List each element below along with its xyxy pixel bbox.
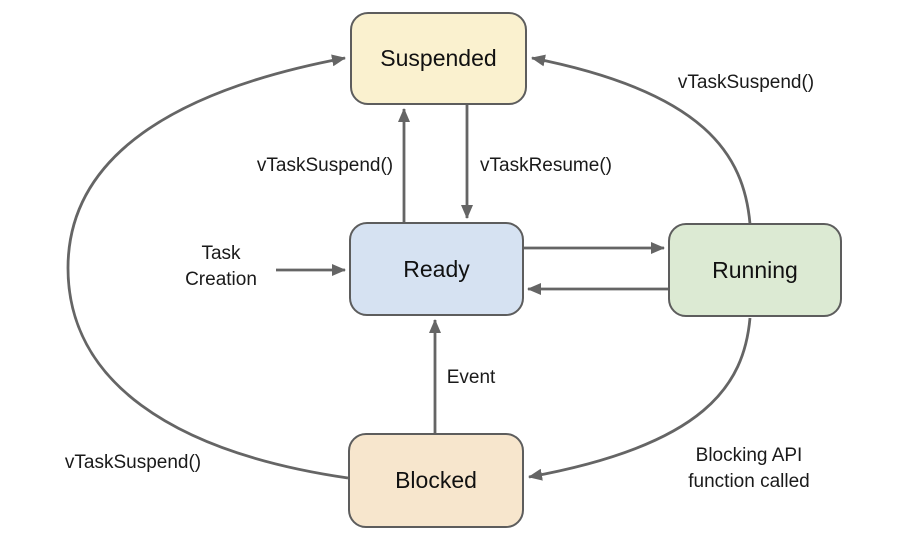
label-running-to-blocked: Blocking API function called xyxy=(688,445,810,492)
edge-running-to-blocked-arrow xyxy=(528,317,752,481)
label-task-creation: Task Creation xyxy=(185,243,257,290)
state-suspended-label: Suspended xyxy=(380,45,497,71)
state-running-label: Running xyxy=(712,256,798,283)
state-ready-label: Ready xyxy=(403,255,470,282)
edge-blocked-to-suspended-arrow xyxy=(66,54,349,480)
state-suspended: Suspended xyxy=(350,12,527,105)
label-blocked-to-ready: Event xyxy=(446,367,496,388)
label-blocked-to-suspended: vTaskSuspend() xyxy=(64,452,202,473)
label-running-to-suspended: vTaskSuspend() xyxy=(677,72,815,93)
label-ready-to-suspended: vTaskSuspend() xyxy=(256,155,394,176)
state-blocked-label: Blocked xyxy=(395,467,477,493)
edge-running-to-suspended-arrow xyxy=(531,54,752,225)
state-blocked: Blocked xyxy=(348,433,524,528)
state-ready: Ready xyxy=(349,222,524,316)
state-running: Running xyxy=(668,223,842,317)
label-suspended-to-ready: vTaskResume() xyxy=(480,155,612,176)
